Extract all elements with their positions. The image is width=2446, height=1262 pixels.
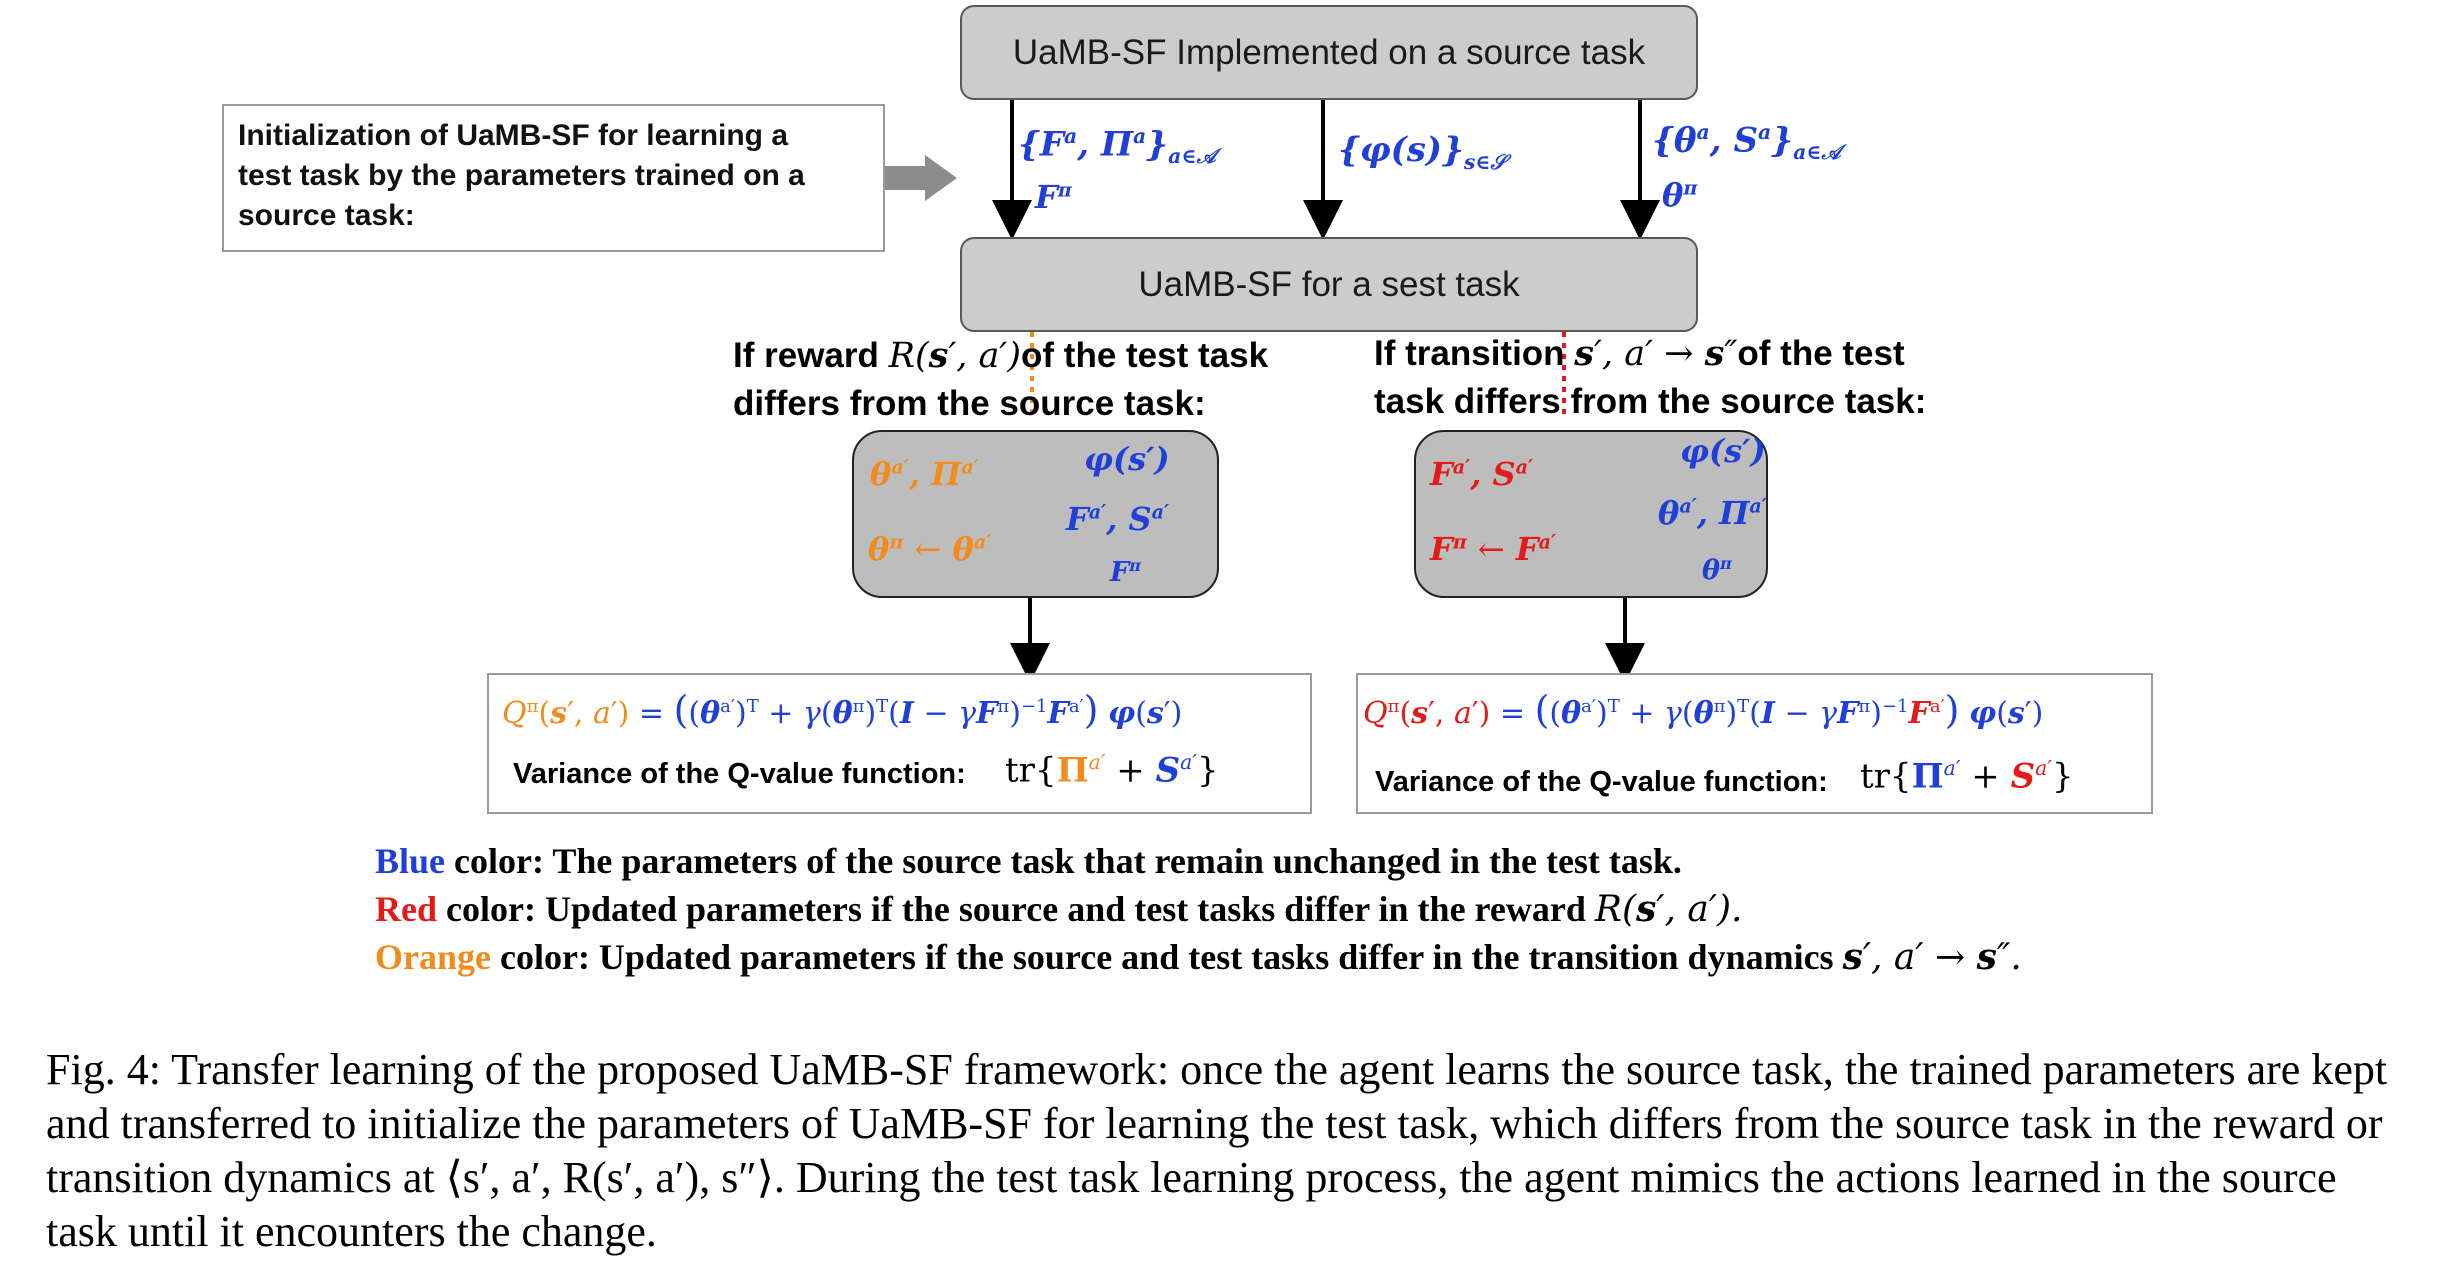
reward-condition: If reward R(s′, a′)of the test task — [733, 335, 1269, 376]
transfer-right-set: {θa, Sa}a∈𝒜 — [1652, 120, 1841, 165]
reward-variance-label: Variance of the Q-value function: — [513, 758, 966, 790]
transition-kept-2: θa′, Πa′ — [1658, 494, 1767, 532]
transfer-left-set: {Fa, Πa}a∈𝒜 — [1018, 124, 1216, 169]
transition-kept-3: θπ — [1702, 554, 1732, 586]
legend-orange: Orange color: Updated parameters if the … — [375, 936, 2022, 978]
source-task-box: UaMB-SF Implemented on a source task — [960, 5, 1698, 100]
init-note-line-2: test task by the parameters trained on a — [238, 159, 805, 192]
reward-kept-1: φ(s′) — [1084, 440, 1170, 478]
transfer-right-sub: θπ — [1662, 176, 1698, 214]
figure-caption: Fig. 4: Transfer learning of the propose… — [46, 1045, 2388, 1256]
reward-q-equation: Qπ(s′, a′) = ((θa′)T + γ(θπ)T(I − γFπ)−1… — [502, 688, 1183, 732]
transition-updated-2: Fπ ← Fa′ — [1430, 530, 1557, 568]
init-note-box — [222, 104, 885, 252]
legend-blue: Blue color: The parameters of the source… — [375, 841, 1682, 881]
transfer-mid-set: {φ(s)}s∈𝒮 — [1338, 130, 1507, 174]
transition-equation-box — [1356, 673, 2153, 814]
init-block-arrow — [880, 155, 957, 201]
transition-condition: If transition s′, a′ → s″of the test — [1374, 333, 1905, 374]
transition-condition-line-2: task differs from the source task: — [1374, 382, 1927, 421]
transition-kept-1: φ(s′) — [1680, 432, 1766, 470]
transition-update-box — [1414, 430, 1768, 598]
reward-equation-box — [487, 673, 1312, 814]
legend-red: Red color: Updated parameters if the sou… — [375, 888, 1743, 930]
reward-variance-expr: tr{Πa′ + Sa′} — [1005, 750, 1219, 791]
transition-updated-1: Fa′, Sa′ — [1430, 455, 1534, 493]
transfer-left-sub: Fπ — [1035, 178, 1072, 216]
reward-kept-2: Fa′, Sa′ — [1066, 500, 1170, 538]
init-note-line-1: Initialization of UaMB-SF for learning a — [238, 119, 789, 152]
reward-updated-1: θa′, Πa′ — [870, 455, 979, 493]
transition-q-equation: Qπ(s′, a′) = ((θa′)T + γ(θπ)T(I − γFπ)−1… — [1363, 688, 2044, 732]
transition-variance-label: Variance of the Q-value function: — [1375, 766, 1828, 798]
reward-update-box — [852, 430, 1219, 598]
transition-variance-expr: tr{Πa′ + Sa′} — [1860, 756, 2074, 797]
reward-condition-line-2: differs from the source task: — [733, 384, 1206, 423]
init-note-line-3: source task: — [238, 199, 415, 232]
test-task-box: UaMB-SF for a sest task — [960, 237, 1698, 332]
reward-kept-3: Fπ — [1110, 556, 1142, 588]
reward-updated-2: θπ ← θa′ — [868, 530, 992, 568]
